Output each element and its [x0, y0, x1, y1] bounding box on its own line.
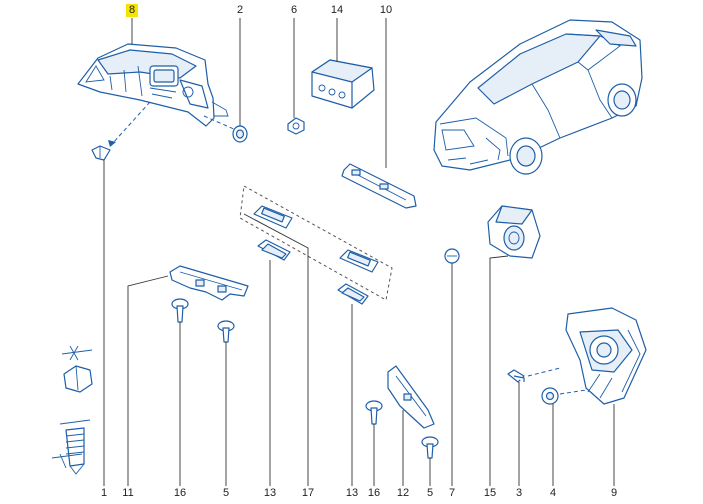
- car-illustration: [433, 19, 643, 175]
- lamp-part-13-right[interactable]: [337, 283, 369, 305]
- screw-part-3[interactable]: [507, 369, 525, 383]
- label-part-1[interactable]: 1: [100, 487, 108, 499]
- label-part-9[interactable]: 9: [610, 487, 618, 499]
- label-part-15[interactable]: 15: [483, 487, 497, 499]
- screw-part-16-left[interactable]: [171, 298, 189, 323]
- plate-upper-right[interactable]: [339, 249, 379, 273]
- grommet-part-2[interactable]: [232, 125, 248, 143]
- nut-part-6[interactable]: [287, 117, 305, 135]
- fastener-detail-1: [51, 345, 93, 475]
- group-outline-17: [239, 185, 393, 301]
- label-part-7[interactable]: 7: [448, 487, 456, 499]
- clip-part-1[interactable]: [91, 145, 111, 161]
- label-part-8[interactable]: 8: [125, 4, 139, 17]
- label-part-13-right[interactable]: 13: [345, 487, 359, 499]
- label-part-4[interactable]: 4: [549, 487, 557, 499]
- label-part-11[interactable]: 11: [122, 487, 134, 499]
- screw-part-5-right[interactable]: [421, 436, 439, 459]
- label-part-17[interactable]: 17: [301, 487, 315, 499]
- label-part-5-left[interactable]: 5: [222, 487, 230, 499]
- headlamp-part-8[interactable]: [77, 43, 229, 127]
- bracket-part-12[interactable]: [387, 365, 435, 429]
- foglamp-part-9[interactable]: [565, 307, 647, 405]
- strip-part-10[interactable]: [341, 163, 417, 209]
- label-part-13-left[interactable]: 13: [263, 487, 277, 499]
- grommet-part-7[interactable]: [444, 248, 460, 264]
- label-part-16-left[interactable]: 16: [173, 487, 187, 499]
- label-part-12[interactable]: 12: [396, 487, 410, 499]
- plate-upper-left[interactable]: [253, 205, 293, 229]
- label-part-2[interactable]: 2: [236, 4, 244, 16]
- screw-part-16-right[interactable]: [365, 400, 383, 425]
- lamp-part-13-left[interactable]: [257, 239, 291, 261]
- module-part-14[interactable]: [311, 59, 375, 109]
- label-part-16-right[interactable]: 16: [367, 487, 381, 499]
- bracket-part-11[interactable]: [169, 265, 249, 301]
- screw-part-5-left[interactable]: [217, 320, 235, 343]
- label-part-14[interactable]: 14: [330, 4, 344, 16]
- leader-lines: [103, 18, 615, 486]
- label-part-5-right[interactable]: 5: [426, 487, 434, 499]
- label-part-6[interactable]: 6: [290, 4, 298, 16]
- label-part-10[interactable]: 10: [379, 4, 393, 16]
- projector-part-15[interactable]: [487, 205, 541, 259]
- grommet-part-4[interactable]: [541, 387, 559, 405]
- label-part-3[interactable]: 3: [515, 487, 523, 499]
